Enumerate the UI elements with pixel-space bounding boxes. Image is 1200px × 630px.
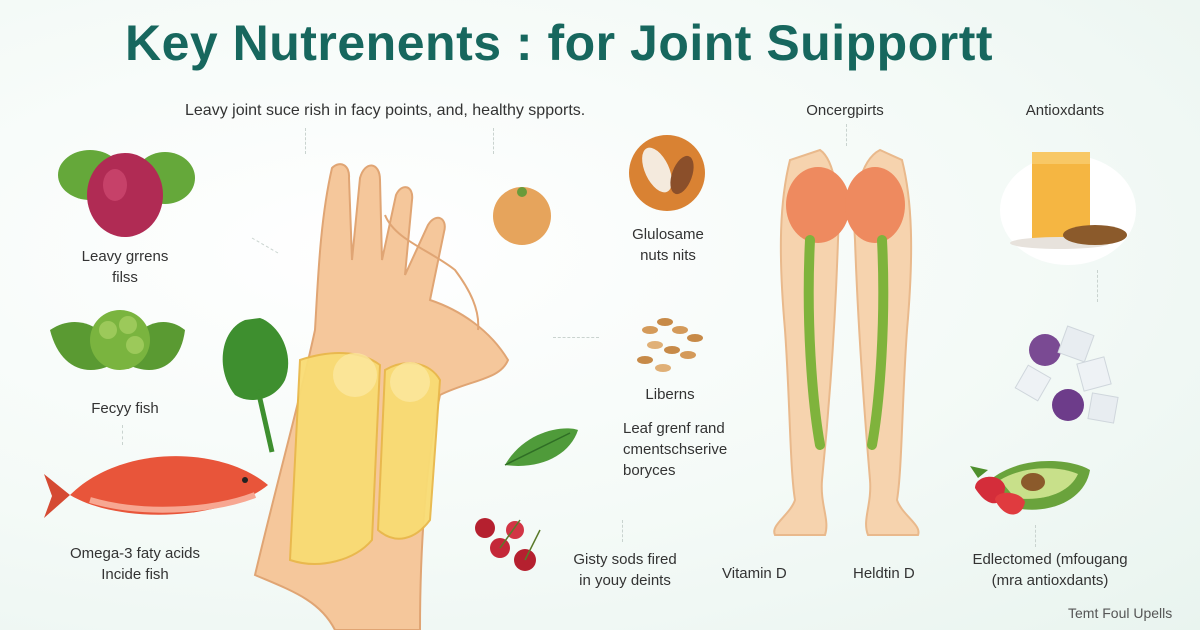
avocado-strawberry-icon xyxy=(970,460,1090,515)
leaf-icon xyxy=(504,428,578,466)
label-onergprits: Oncergpirts xyxy=(806,102,884,119)
connector-line xyxy=(1097,270,1098,302)
label-glucosamine: Glulosame nuts nits xyxy=(632,226,704,264)
cherries-icon xyxy=(475,518,541,571)
salmon-icon xyxy=(44,456,268,518)
kale-icon xyxy=(222,318,289,453)
label-leaf-green: Leaf grenf rand cmentschserive boryces xyxy=(623,420,728,479)
subtitle: Leavy joint suce rish in facy points, an… xyxy=(185,102,586,119)
page-title: Key Nutrenents : for Joint Suipportt xyxy=(125,15,993,71)
label-liberns: Liberns xyxy=(645,386,695,403)
label-leafy-greens: Leavy grrens filss xyxy=(81,248,169,286)
hand-joints-icon xyxy=(253,163,510,630)
orange-icon xyxy=(493,187,551,245)
footer-credit: Temt Foul Upells xyxy=(1068,605,1173,621)
label-vitamin-d: Vitamin D xyxy=(722,565,787,582)
connector-line xyxy=(1035,525,1036,547)
label-heldtin-d: Heldtin D xyxy=(853,565,915,582)
label-gisty-seeds: Gisty sods fired in youy deints xyxy=(573,551,677,589)
grains-icon xyxy=(637,318,703,372)
grapes-icon xyxy=(1014,325,1119,424)
label-antioxidants: Antioxdants xyxy=(1025,102,1105,119)
label-omega3: Omega-3 faty acids Incide fish xyxy=(69,545,201,583)
label-edlectomed: Edlectomed (mfougang (mra antioxdants) xyxy=(972,551,1128,589)
connector-line xyxy=(122,425,123,445)
cheese-icon xyxy=(1000,152,1136,265)
beet-icon xyxy=(58,150,195,237)
broccoli-icon xyxy=(50,310,185,370)
almond-icon xyxy=(629,135,705,211)
connector-line xyxy=(553,337,599,338)
connector-line xyxy=(622,520,623,542)
legs-knees-icon xyxy=(773,148,920,536)
label-fatty-fish: Fecyy fish xyxy=(91,400,159,417)
connector-line xyxy=(305,128,306,154)
connector-line xyxy=(846,124,847,146)
connector-line xyxy=(493,128,494,154)
